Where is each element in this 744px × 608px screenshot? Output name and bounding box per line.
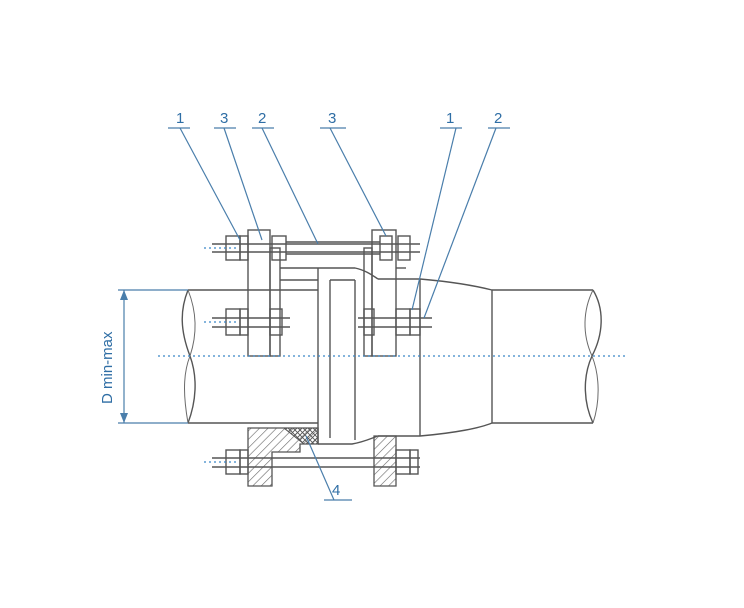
diameter-dimension: D min-max [99, 289, 188, 424]
label-4: 4 [332, 482, 340, 499]
top-tie-rod [212, 235, 420, 261]
right-pipe [491, 289, 602, 424]
right-flange-upper [363, 229, 406, 357]
middle-bolt-left [212, 308, 290, 336]
label-3-left: 3 [220, 110, 228, 127]
label-1-left: 1 [176, 110, 184, 127]
label-1-right: 1 [446, 110, 454, 127]
left-flange-upper [247, 229, 318, 357]
middle-bolt-right [358, 308, 432, 336]
label-2-left: 2 [258, 110, 266, 127]
label-2-right: 2 [494, 110, 502, 127]
dimension-label: D min-max [99, 331, 116, 404]
lower-flange-section [212, 427, 420, 487]
leader-group: 1 3 2 3 1 2 4 [168, 110, 510, 501]
label-3-right: 3 [328, 110, 336, 127]
